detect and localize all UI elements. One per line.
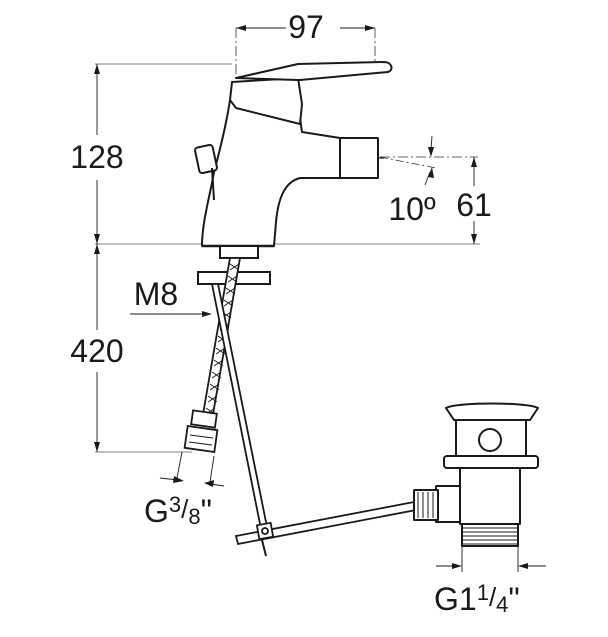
dimension-height-61: 61 [456,157,492,244]
extension-lines [95,63,480,453]
dimension-height-128: 128 [70,64,124,244]
dimension-connector-right: G11/4" [434,546,546,617]
dimension-width-97: 97 [236,9,375,45]
dimension-height-420: 420 [70,244,124,452]
dimension-connector-left: G3/8" [144,451,225,529]
drain-overflow-hole [478,428,502,452]
flexible-hose [183,257,242,453]
thread-label-m8-text: M8 [134,276,178,312]
dimension-label-128: 128 [70,139,123,175]
dimension-label-angle: 10º [388,191,436,227]
hose-connector-nut [183,409,219,453]
thread-label-m8: M8 [130,276,212,317]
connector-label-left: G3/8" [144,492,212,529]
dimension-label-420: 420 [70,333,123,369]
faucet-body [194,61,393,248]
connector-label-right: G11/4" [434,580,520,617]
dimension-label-97: 97 [288,9,324,45]
waste-drain-assembly [413,402,539,547]
popup-rod-linkage [210,283,418,557]
dimension-angle-10: 10º [379,135,437,227]
dimension-label-61: 61 [456,187,492,223]
